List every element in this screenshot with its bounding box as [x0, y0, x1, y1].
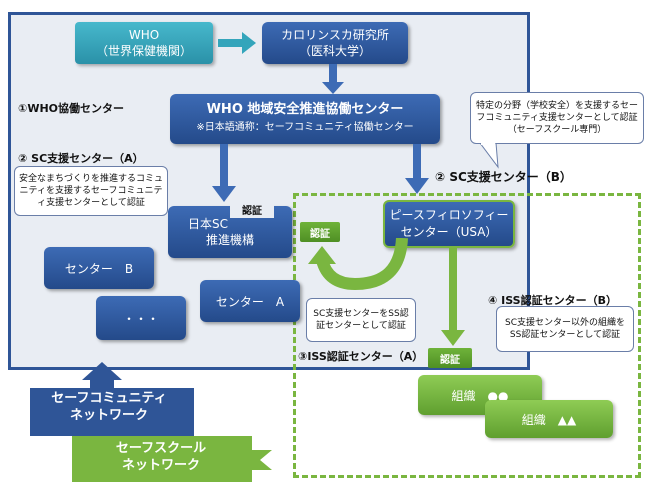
who-box-title: WHO	[128, 28, 160, 42]
karolinska-title: カロリンスカ研究所	[281, 28, 389, 42]
arrow-karolinska-to-who-center	[322, 64, 344, 94]
peace-line1: ピースフィロソフィー	[389, 208, 509, 222]
iss-a-label: ③ISS認証センター（A）	[298, 350, 424, 363]
safe-community-network-label: セーフコミュニティ ネットワーク	[34, 390, 184, 424]
who-box: WHO （世界保健機関）	[75, 22, 213, 64]
karolinska-subtitle: （医科大学）	[298, 44, 371, 58]
arrow-peace-to-org	[441, 248, 465, 346]
safe-community-network-line2: ネットワーク	[69, 408, 148, 423]
who-box-subtitle: （世界保健機関）	[95, 44, 192, 58]
sc-support-b-label: ② SC支援センター（B）	[435, 170, 572, 184]
iss-a-note-text: SC支援センターをSS認証センターとして認証	[313, 309, 409, 331]
safe-community-network-line1: セーフコミュニティ	[51, 391, 167, 406]
ellipsis-label: ・・・	[122, 311, 159, 326]
sc-a-note-text: 安全なまちづくりを推進するコミュニティを支援するセーフコミュニティ支援センターと…	[19, 174, 164, 208]
jisc-cert-tag: 認証	[230, 200, 274, 218]
ellipsis-box: ・・・	[96, 296, 186, 340]
org-1-label: 組織 ●●	[451, 388, 509, 403]
who-center-box: WHO 地域安全推進協働センター ※日本語通称：セーフコミュニティ協働センター	[170, 94, 440, 144]
sc-a-note-callout: 安全なまちづくりを推進するコミュニティを支援するセーフコミュニティ支援センターと…	[14, 166, 168, 216]
who-center-subtitle: ※日本語通称：セーフコミュニティ協働センター	[196, 122, 414, 133]
safe-school-network-arrow	[72, 436, 272, 482]
org-cert-tag: 認証	[428, 348, 472, 368]
safe-school-network-label: セーフスクール ネットワーク	[86, 440, 236, 474]
school-note-pointer	[479, 143, 499, 169]
center-a-label: センター A	[215, 294, 285, 309]
iss-a-note-callout: SC支援センターをSS認証センターとして認証	[306, 298, 416, 342]
school-note-callout: 特定の分野（学校安全）を支援するセーフコミュニティ支援センターとして認証（セーフ…	[470, 92, 644, 144]
peace-line2: センター（USA）	[400, 225, 498, 239]
safe-community-network-arrow	[30, 362, 194, 436]
org-2-box: 組織 ▲▲	[485, 400, 613, 438]
iss-b-note-text: SC支援センター以外の組織をSS認証センターとして認証	[505, 318, 625, 340]
safe-school-network-line1: セーフスクール	[115, 441, 207, 456]
arrow-who-center-to-jisc	[212, 144, 236, 202]
arrow-who-to-karolinska	[218, 32, 256, 54]
center-a-box: センター A	[200, 280, 300, 322]
who-collab-label: ①WHO協働センター	[18, 102, 125, 115]
karolinska-box: カロリンスカ研究所 （医科大学）	[262, 22, 408, 64]
jisc-line2: 推進機構	[205, 233, 254, 247]
curved-cert-arrow	[308, 238, 408, 291]
sc-support-a-label: ② SC支援センター（A）	[18, 152, 144, 165]
jisc-line1: 日本SC	[188, 217, 228, 231]
iss-b-note-callout: SC支援センター以外の組織をSS認証センターとして認証	[496, 306, 634, 352]
safe-school-network-line2: ネットワーク	[121, 458, 200, 473]
arrow-who-center-to-peace	[405, 144, 429, 194]
center-b-label: センター B	[64, 261, 134, 276]
iss-b-label: ④ ISS認証センター（B）	[488, 294, 617, 307]
iss-a-cert-tag: 認証	[300, 222, 340, 242]
safe-school-network-panel	[293, 193, 641, 478]
who-center-title: WHO 地域安全推進協働センター	[206, 102, 404, 117]
org-2-label: 組織 ▲▲	[521, 412, 577, 427]
center-b-box: センター B	[44, 247, 154, 289]
school-note-text: 特定の分野（学校安全）を支援するセーフコミュニティ支援センターとして認証（セーフ…	[475, 101, 638, 135]
